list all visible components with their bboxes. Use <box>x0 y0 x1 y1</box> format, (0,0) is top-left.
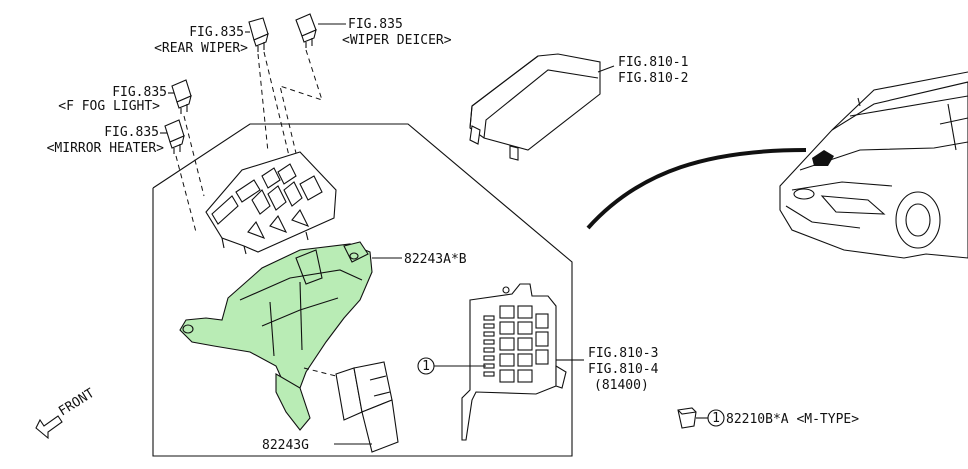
relay-rear-wiper <box>248 17 269 52</box>
bracket-82243a <box>179 241 373 431</box>
f-fog-light-name: <F FOG LIGHT> <box>58 99 160 114</box>
assembly-frame <box>152 123 573 457</box>
f-fog-light-fig: FIG.835 <box>112 85 167 100</box>
vehicle-illustration <box>779 71 968 259</box>
front-label: FRONT <box>56 386 97 420</box>
fuse-marker-label: 1 <box>712 411 720 426</box>
box-part-number: (81400) <box>594 378 649 393</box>
location-arc <box>586 148 807 230</box>
clip-part-number: 82243G <box>262 438 309 453</box>
fuse-part-number: 82210B*A <M-TYPE> <box>726 412 859 427</box>
wiper-deicer-fig: FIG.835 <box>348 17 403 32</box>
rear-wiper-fig: FIG.835 <box>189 25 244 40</box>
fuse-82210b <box>677 407 697 429</box>
relay-wiper-deicer <box>295 13 317 48</box>
cover-fig-2: FIG.810-2 <box>618 71 688 86</box>
rear-wiper-name: <REAR WIPER> <box>154 41 248 56</box>
relay-mirror-heater <box>164 119 185 154</box>
fuse-marker-circle <box>707 409 725 427</box>
wiper-deicer-name: <WIPER DEICER> <box>342 33 452 48</box>
box-fig-3: FIG.810-3 <box>588 346 658 361</box>
mirror-heater-fig: FIG.835 <box>104 125 159 140</box>
box-fig-4: FIG.810-4 <box>588 362 659 377</box>
front-arrow-icon <box>35 415 63 440</box>
relay-block <box>205 151 337 255</box>
relay-f-fog-light <box>171 79 192 114</box>
clip-82243g <box>335 361 399 453</box>
fuse-box-81400 <box>461 283 567 441</box>
mirror-heater-name: <MIRROR HEATER> <box>47 141 165 156</box>
cover-fig-1: FIG.810-1 <box>618 55 688 70</box>
fuse-box-cover <box>469 53 601 161</box>
bracket-part-number: 82243A*B <box>404 252 467 267</box>
ref-marker-label: 1 <box>422 359 430 374</box>
